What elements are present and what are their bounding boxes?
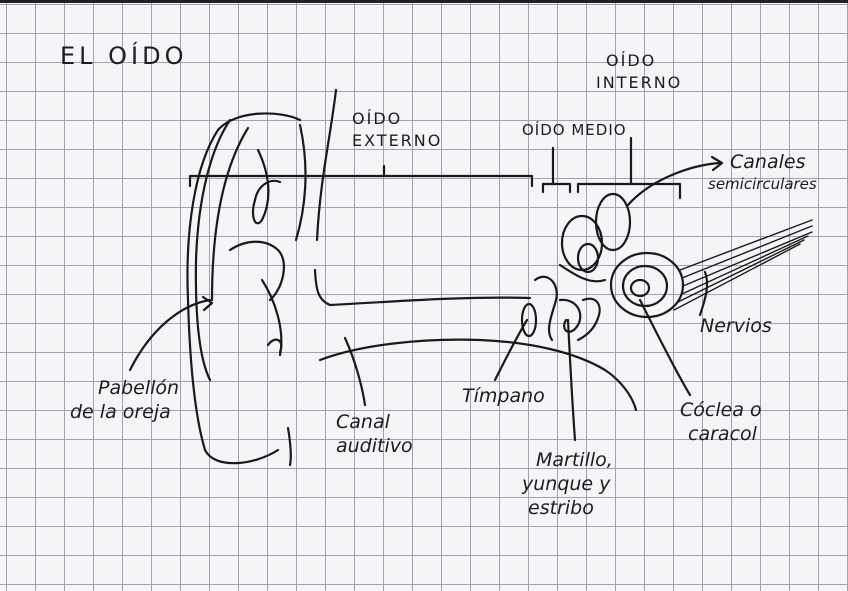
label-ossicles: Martillo, yunque y estribo	[522, 448, 613, 520]
section-outer-line2: EXTERNO	[352, 130, 442, 152]
label-pinna-line2: de la oreja	[70, 400, 179, 424]
cochlea-pointer	[640, 300, 690, 395]
label-ossicles-line1: Martillo,	[522, 448, 613, 472]
label-canal-line2: auditivo	[336, 434, 413, 458]
label-ossicles-line3: estribo	[522, 496, 613, 520]
page-top-edge	[0, 0, 848, 3]
pinna-drawing	[187, 113, 305, 465]
label-cochlea: Cóclea o caracol	[680, 398, 762, 446]
section-outer-line1: OÍDO	[352, 108, 442, 130]
ossicles-pointer	[568, 320, 575, 440]
label-eardrum: Tímpano	[462, 384, 545, 408]
label-cochlea-line1: Cóclea o	[680, 398, 762, 422]
label-canal: Canal auditivo	[336, 410, 413, 458]
label-nerves: Nervios	[700, 314, 772, 338]
leader-lines	[130, 157, 722, 440]
section-middle-ear: OÍDO MEDIO	[522, 120, 627, 140]
label-pinna: Pabellón de la oreja	[70, 376, 179, 424]
diagram-title: EL OÍDO	[60, 44, 188, 68]
section-inner-line2: INTERNO	[596, 72, 682, 94]
label-canals-line2: semicirculares	[708, 174, 817, 194]
section-inner-ear: OÍDO INTERNO	[596, 50, 682, 94]
section-inner-line1: OÍDO	[596, 50, 682, 72]
label-pinna-line1: Pabellón	[70, 376, 179, 400]
label-canal-line1: Canal	[336, 410, 413, 434]
section-outer-ear: OÍDO EXTERNO	[352, 108, 442, 152]
eardrum-pointer	[495, 320, 527, 380]
label-ossicles-line2: yunque y	[522, 472, 613, 496]
label-cochlea-line2: caracol	[680, 422, 762, 446]
label-canals: Canales semicirculares	[708, 150, 817, 194]
label-canals-line1: Canales	[708, 150, 817, 174]
